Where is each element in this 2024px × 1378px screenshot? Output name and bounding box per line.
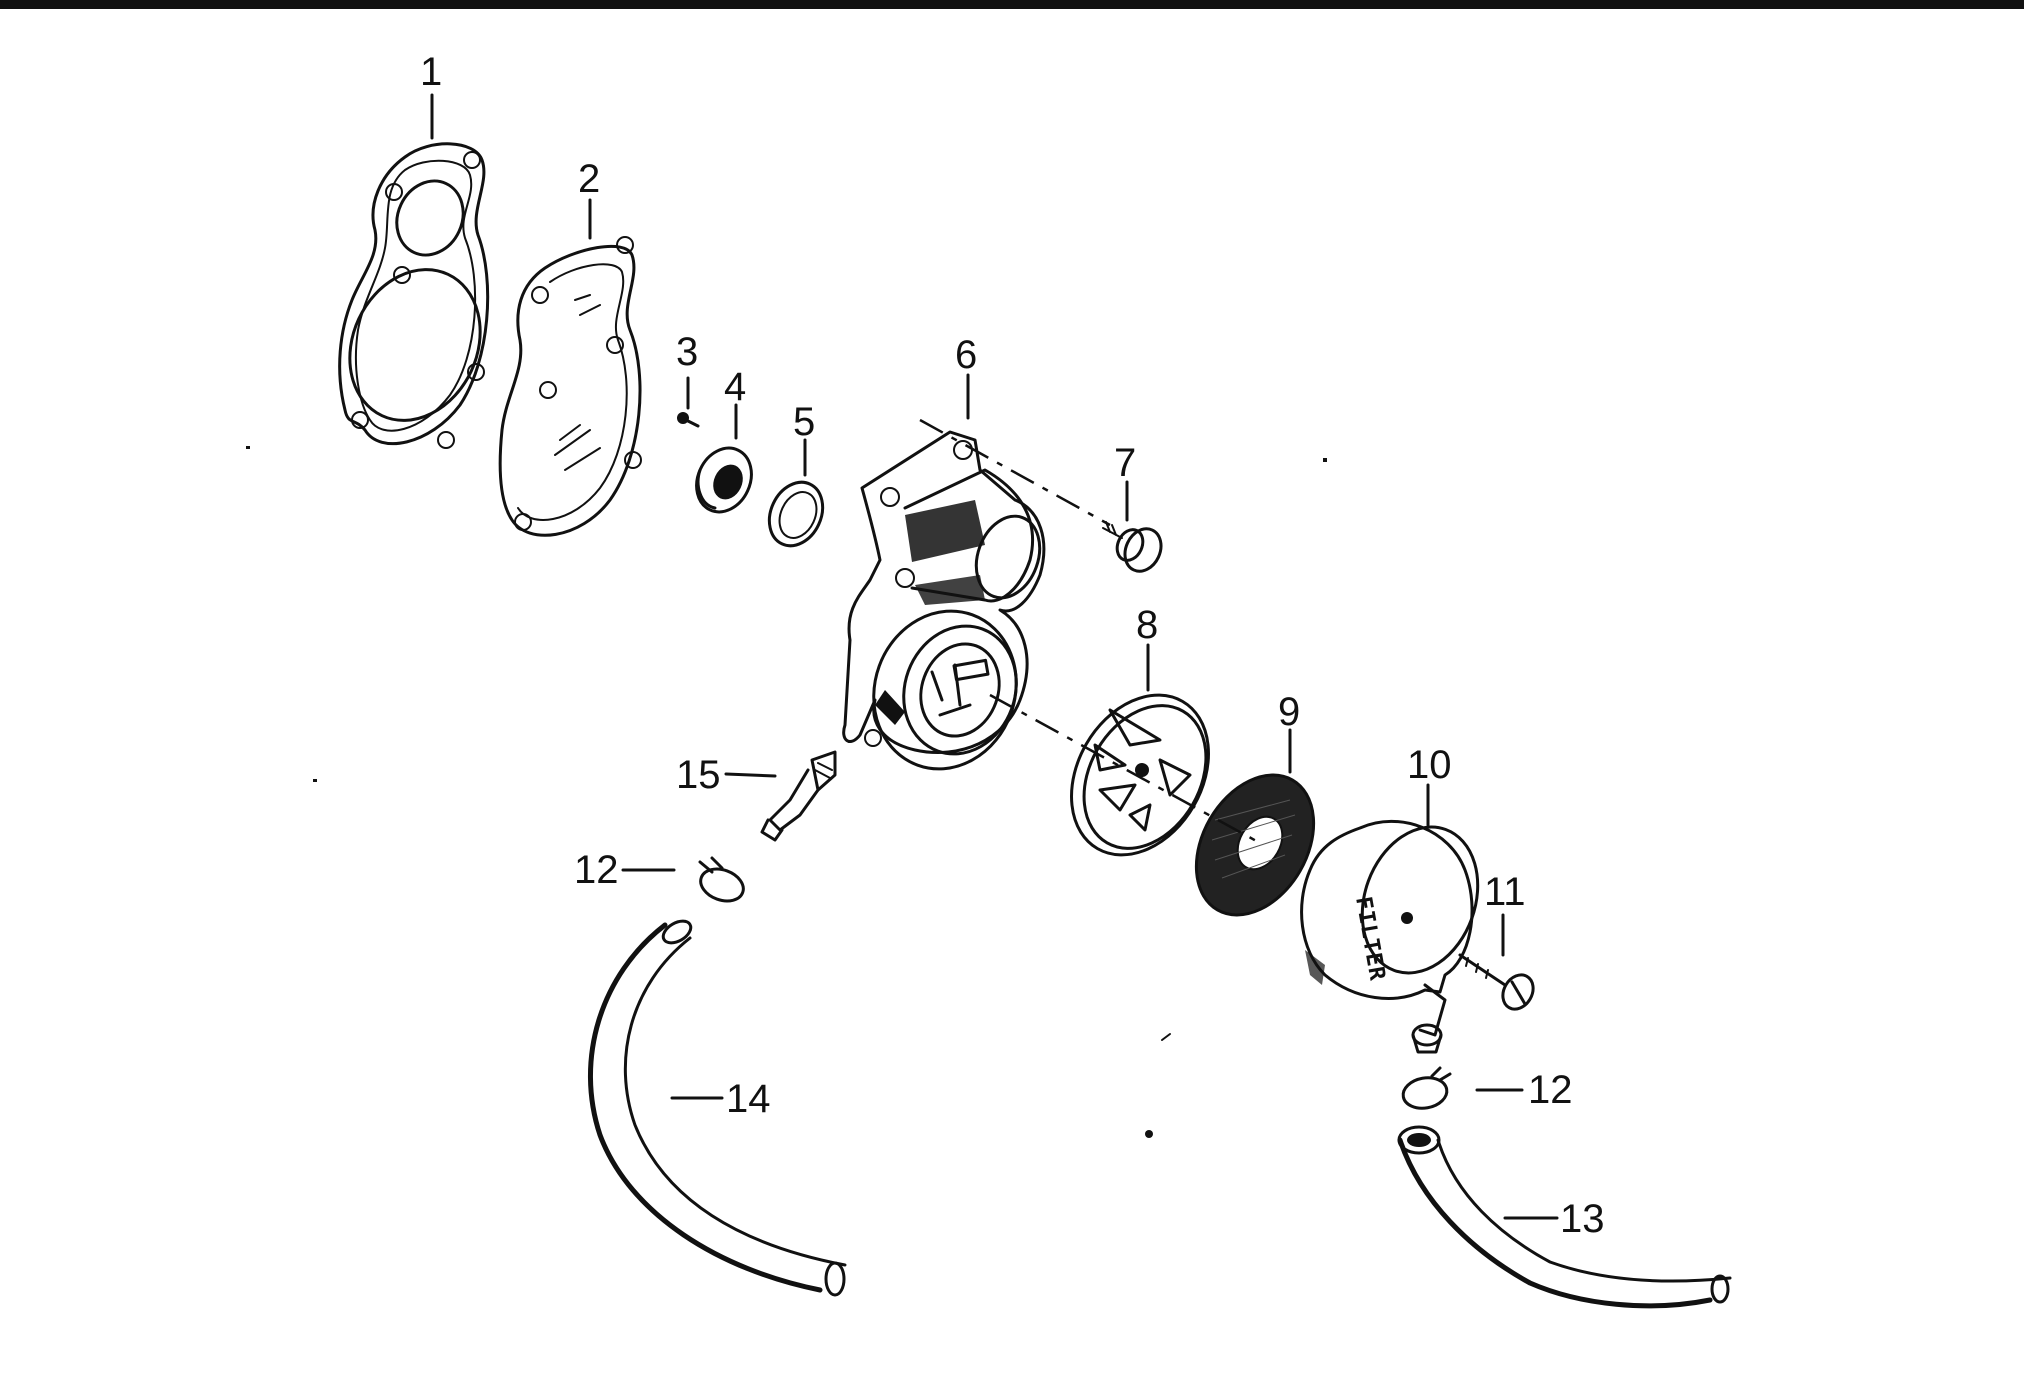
- label-part-13: 13: [1560, 1197, 1605, 1241]
- leader-lines: [430, 93, 1559, 1220]
- assembly-axis-lines: [919, 418, 1261, 845]
- part-15-fitting: [760, 750, 837, 842]
- part-2-diaphragm: [498, 236, 642, 537]
- part-1-gasket: [338, 142, 490, 449]
- part-number-labels: 1 2 3 4 5 6 7 8 9 10 11 12 12 13 14 15: [420, 50, 1605, 1241]
- filter-housing-text: FILTER: [1350, 895, 1389, 984]
- label-part-4: 4: [724, 365, 746, 409]
- label-part-9: 9: [1278, 690, 1300, 734]
- label-part-14: 14: [726, 1077, 771, 1121]
- part-11-screw: [1458, 953, 1535, 1011]
- label-part-1: 1: [420, 50, 442, 94]
- part-12-clip-right: [1401, 1066, 1452, 1110]
- label-part-15: 15: [676, 753, 721, 797]
- label-part-12-right: 12: [1528, 1068, 1573, 1112]
- part-9-filter-screen: [1194, 773, 1316, 917]
- part-14-hose: [587, 919, 847, 1297]
- part-3-screw: [677, 412, 700, 428]
- part-13-hose: [1397, 1125, 1732, 1309]
- part-10-filter-bowl: FILTER: [1300, 819, 1480, 1054]
- part-6-pump-body: [842, 430, 1046, 771]
- label-part-3: 3: [676, 330, 698, 374]
- label-part-10: 10: [1407, 743, 1452, 787]
- label-part-12-left: 12: [574, 848, 619, 892]
- label-part-11: 11: [1484, 870, 1526, 914]
- label-part-8: 8: [1136, 603, 1158, 647]
- label-part-5: 5: [793, 400, 815, 444]
- top-border-rule: [0, 0, 2024, 9]
- scan-specks: [246, 446, 1327, 1138]
- label-part-2: 2: [578, 157, 600, 201]
- part-12-clip-left: [698, 856, 745, 903]
- part-8-spoked-plate: [1070, 693, 1210, 857]
- part-4-valve: [695, 446, 753, 514]
- label-part-7: 7: [1114, 441, 1136, 485]
- part-5-o-ring: [767, 480, 825, 548]
- label-part-6: 6: [955, 333, 977, 377]
- part-7-screw: [1102, 521, 1163, 573]
